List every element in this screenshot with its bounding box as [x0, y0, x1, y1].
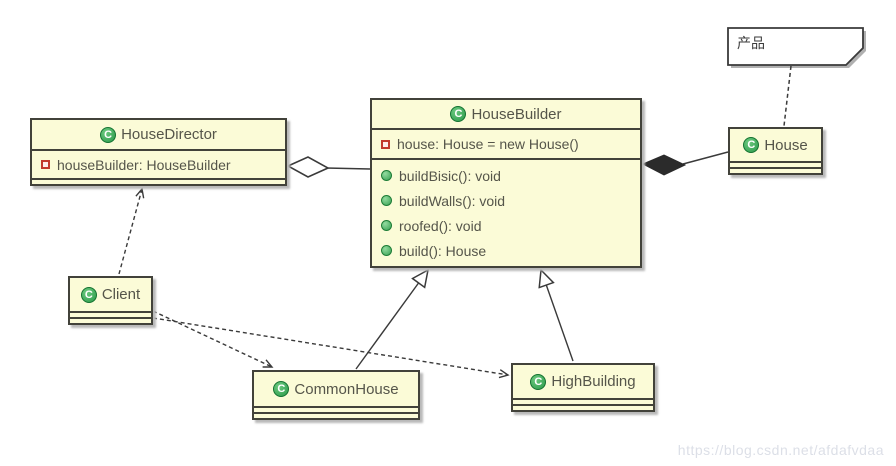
- empty-methods-compartment: [254, 412, 418, 418]
- empty-fields-compartment: [730, 161, 821, 167]
- method-buildbisic: buildBisic(): void: [372, 168, 640, 184]
- class-housebuilder-title: C HouseBuilder: [372, 100, 640, 128]
- generalization-highbuilding-housebuilder: [541, 270, 574, 362]
- empty-methods-compartment: [513, 404, 653, 410]
- field-house: house: House = new House(): [372, 128, 640, 158]
- class-icon: C: [450, 106, 467, 122]
- aggregation-diamond: [286, 156, 330, 178]
- composition-diamond: [641, 154, 687, 176]
- class-icon: C: [100, 126, 117, 143]
- method-label: build(): House: [399, 242, 487, 259]
- class-client-title: C Client: [70, 278, 151, 311]
- public-method-icon: [381, 195, 392, 206]
- method-label: buildWalls(): void: [399, 192, 506, 209]
- class-name: Client: [101, 286, 141, 303]
- class-client[interactable]: C Client: [68, 276, 153, 325]
- generalization-commonhouse-housebuilder: [355, 270, 428, 370]
- composition-line: [682, 151, 729, 165]
- empty-fields-compartment: [254, 406, 418, 412]
- aggregation-line: [325, 167, 371, 170]
- methods-compartment: buildBisic(): void buildWalls(): void ro…: [372, 158, 640, 266]
- class-commonhouse-title: C CommonHouse: [254, 372, 418, 406]
- empty-methods-compartment: [70, 317, 151, 323]
- private-field-icon: [381, 139, 390, 149]
- field-housebuilder: houseBuilder: HouseBuilder: [32, 149, 285, 178]
- class-name: HouseBuilder: [471, 105, 562, 123]
- class-icon: C: [743, 137, 760, 153]
- method-roofed: roofed(): void: [372, 218, 640, 234]
- class-highbuilding[interactable]: C HighBuilding: [511, 363, 655, 412]
- class-housedirector-title: C HouseDirector: [32, 120, 285, 149]
- method-label: buildBisic(): void: [399, 167, 501, 184]
- method-build: build(): House: [372, 243, 640, 259]
- class-house[interactable]: C House: [728, 127, 823, 175]
- class-housebuilder[interactable]: C HouseBuilder house: House = new House(…: [370, 98, 642, 268]
- method-buildwalls: buildWalls(): void: [372, 193, 640, 209]
- note-product-label: 产品: [737, 35, 765, 51]
- method-label: roofed(): void: [399, 217, 482, 234]
- class-name: HighBuilding: [551, 373, 636, 390]
- csdn-watermark: https://blog.csdn.net/afdafvdaa: [677, 442, 884, 458]
- class-name: HouseDirector: [121, 126, 217, 143]
- class-icon: C: [530, 373, 547, 390]
- note-attachment-line: [783, 65, 792, 127]
- class-icon: C: [80, 286, 97, 303]
- class-icon: C: [273, 381, 290, 397]
- dependency-client-commonhouse: [152, 310, 274, 368]
- empty-methods-compartment: [730, 167, 821, 173]
- empty-fields-compartment: [70, 311, 151, 317]
- dependency-client-housedirector: [118, 187, 145, 275]
- class-commonhouse[interactable]: C CommonHouse: [252, 370, 420, 420]
- class-housedirector[interactable]: C HouseDirector houseBuilder: HouseBuild…: [30, 118, 287, 186]
- public-method-icon: [381, 220, 392, 231]
- class-name: House: [764, 136, 808, 154]
- empty-methods-compartment: [32, 178, 285, 184]
- class-name: CommonHouse: [294, 380, 399, 398]
- class-highbuilding-title: C HighBuilding: [513, 365, 653, 398]
- public-method-icon: [381, 245, 392, 256]
- field-label: houseBuilder: HouseBuilder: [57, 156, 231, 173]
- private-field-icon: [41, 160, 50, 169]
- class-house-title: C House: [730, 129, 821, 161]
- empty-fields-compartment: [513, 398, 653, 404]
- public-method-icon: [381, 170, 392, 181]
- dependency-client-highbuilding: [152, 317, 510, 379]
- field-label: house: House = new House(): [397, 136, 579, 152]
